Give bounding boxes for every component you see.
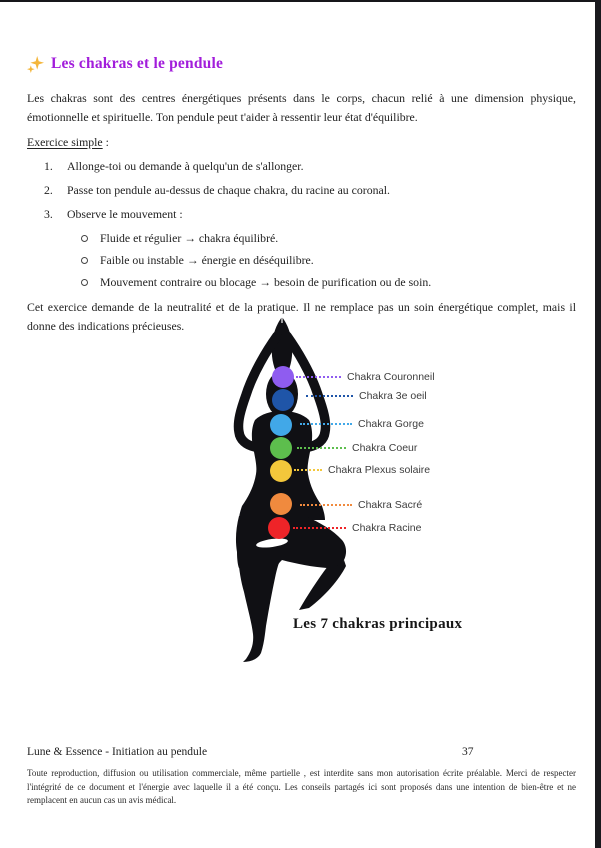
observation-text: Mouvement contraire ou blocage → besoin … xyxy=(100,275,432,289)
page-footer: Lune & Essence - Initiation au pendule 3… xyxy=(27,746,576,758)
observation-text: Faible ou instable → énergie en déséquil… xyxy=(100,253,314,267)
observation-item: Fluide et régulier → chakra équilibré. xyxy=(27,229,576,247)
chakra-connector-line xyxy=(293,527,346,529)
chakra-label: Chakra Plexus solaire xyxy=(328,464,431,476)
chakra-row: Chakra Gorge xyxy=(300,417,424,431)
chakra-connector-line xyxy=(297,447,346,449)
silhouette-left-arm xyxy=(233,331,282,452)
circle-bullet-icon xyxy=(81,279,88,286)
chakra-connector-line xyxy=(300,504,352,506)
chakra-row: Chakra Couronneil xyxy=(296,370,435,384)
chakra-connector-line xyxy=(296,376,341,378)
observation-item: Faible ou instable → énergie en déséquil… xyxy=(27,251,576,269)
chakra-label: Chakra Racine xyxy=(352,522,422,534)
exercise-heading-text: Exercice simple xyxy=(27,135,103,149)
page-title-text: Les chakras et le pendule xyxy=(51,55,224,72)
steps-list: 1. Allonge-toi ou demande à quelqu'un de… xyxy=(27,157,576,224)
step-text: Observe le mouvement : xyxy=(67,207,183,221)
circle-bullet-icon xyxy=(81,235,88,242)
page-top-edge xyxy=(0,0,601,2)
chakra-label: Chakra Sacré xyxy=(358,499,423,511)
exercise-heading-colon: : xyxy=(102,135,109,149)
silhouette-bent-shin xyxy=(299,560,346,610)
chakra-dot-root xyxy=(268,517,290,539)
chakra-row: Chakra Coeur xyxy=(297,441,417,455)
page-number: 37 xyxy=(462,746,474,758)
chakra-dot-heart xyxy=(270,437,292,459)
silhouette-hands xyxy=(271,317,293,374)
chakra-connector-line xyxy=(294,469,322,471)
chakra-connector-line xyxy=(306,395,353,397)
chakra-row: Chakra Sacré xyxy=(300,498,422,512)
chakra-dot-third-eye xyxy=(272,389,294,411)
step-number: 2. xyxy=(44,183,53,197)
observations-list: Fluide et régulier → chakra équilibré. F… xyxy=(27,229,576,291)
step-number: 3. xyxy=(44,207,53,221)
closing-paragraph: Cet exercice demande de la neutralité et… xyxy=(27,300,576,333)
footer-title: Lune & Essence - Initiation au pendule xyxy=(27,746,208,758)
sparkles-icon xyxy=(27,55,44,73)
circle-bullet-icon xyxy=(81,257,88,264)
step-item: 1. Allonge-toi ou demande à quelqu'un de… xyxy=(27,157,576,176)
chakra-label: Chakra Couronneil xyxy=(347,371,435,383)
chakra-dot-plexus xyxy=(270,460,292,482)
chakra-dot-crown xyxy=(272,366,294,388)
silhouette-right-arm xyxy=(282,331,331,452)
chakra-figure: Chakra Couronneil Chakra 3e oeil Chakra … xyxy=(225,316,480,668)
page-content: Les chakras et le pendule Les chakras so… xyxy=(27,0,576,336)
chakra-label: Chakra Coeur xyxy=(352,442,418,454)
step-text: Allonge-toi ou demande à quelqu'un de s'… xyxy=(67,159,304,173)
exercise-heading: Exercice simple : xyxy=(27,134,576,151)
page-title: Les chakras et le pendule xyxy=(27,52,576,76)
observation-item: Mouvement contraire ou blocage → besoin … xyxy=(27,273,576,291)
step-text: Passe ton pendule au-dessus de chaque ch… xyxy=(67,183,390,197)
chakra-row: Chakra Racine xyxy=(293,521,421,535)
chakra-dot-sacral xyxy=(270,493,292,515)
page-right-edge xyxy=(595,0,601,848)
copyright-disclaimer: Toute reproduction, diffusion ou utilisa… xyxy=(27,768,576,805)
observation-text: Fluide et régulier → chakra équilibré. xyxy=(100,231,279,245)
intro-paragraph: Les chakras sont des centres énergétique… xyxy=(27,91,576,124)
chakra-label: Chakra 3e oeil xyxy=(359,390,427,402)
step-item: 3. Observe le mouvement : xyxy=(27,205,576,224)
chakra-row: Chakra 3e oeil xyxy=(306,389,427,403)
step-number: 1. xyxy=(44,159,53,173)
chakra-label: Chakra Gorge xyxy=(358,418,424,430)
figure-caption: Les 7 chakras principaux xyxy=(293,616,463,632)
silhouette-standing-leg xyxy=(238,552,281,662)
chakra-connector-line xyxy=(300,423,352,425)
step-item: 2. Passe ton pendule au-dessus de chaque… xyxy=(27,181,576,200)
chakra-dot-throat xyxy=(270,414,292,436)
chakra-row: Chakra Plexus solaire xyxy=(294,463,430,477)
